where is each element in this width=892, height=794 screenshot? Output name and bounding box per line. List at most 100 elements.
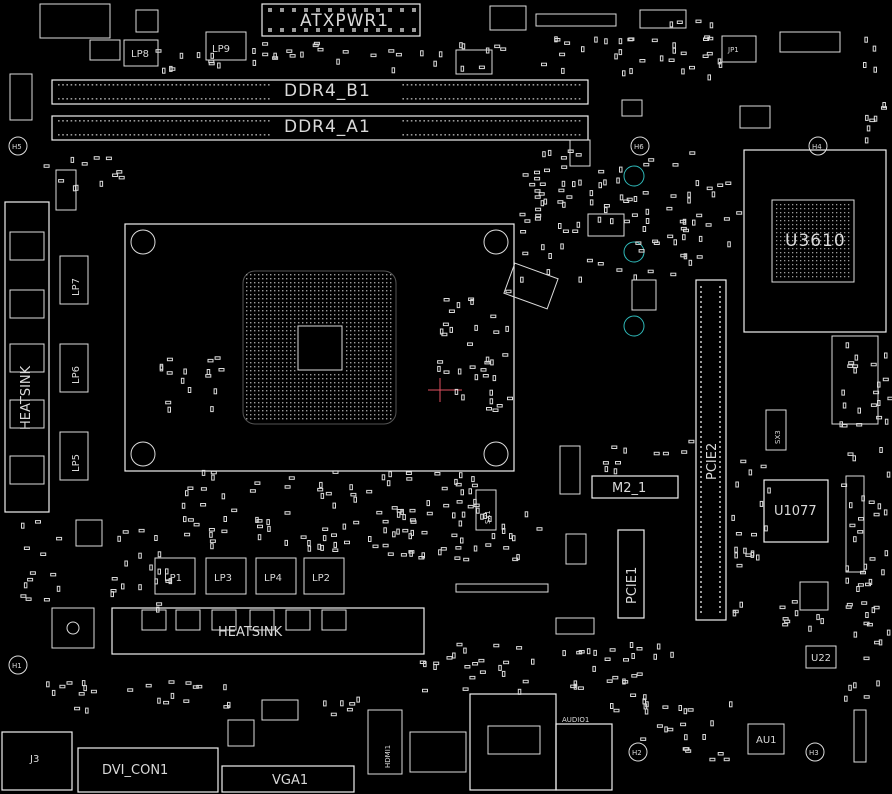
cpu-socket (124, 223, 515, 472)
lp6-inductor (59, 343, 89, 393)
au1-codec (747, 723, 785, 755)
osc-component (455, 49, 493, 75)
smd-component-scatter (20, 19, 892, 762)
h1-label: H1 (12, 662, 22, 670)
top-right-chip (739, 105, 771, 129)
pcie1-slot: PCIE1 (617, 529, 645, 619)
pwm-controller (75, 519, 103, 547)
center-bottom-header (555, 617, 595, 635)
vga-chip (227, 719, 255, 747)
lp3-inductor (205, 557, 247, 595)
lp5-label: LP5 (71, 454, 82, 472)
lp2-inductor (303, 557, 345, 595)
lp8-label: LP8 (131, 49, 149, 60)
h2-label: H2 (632, 749, 642, 757)
lp3-label: LP3 (214, 573, 232, 584)
top-header-2 (489, 5, 527, 31)
hdmi-label: HDMI1 (384, 745, 392, 768)
top-cap (135, 9, 159, 33)
vga-label: VGA1 (272, 773, 308, 788)
jv-header (261, 699, 299, 721)
cyan-standoff-3 (623, 315, 645, 337)
chipset-u3610: U3610 (743, 149, 887, 333)
center-chip (565, 533, 587, 565)
com-header-j3: J3 (1, 731, 73, 791)
u22-chip (805, 645, 837, 669)
top-header-3 (639, 9, 687, 29)
bottom-heatsink: HEATSINK (111, 607, 425, 655)
h5-label: H5 (12, 143, 22, 151)
left-heatsink: HEATSINK (4, 201, 50, 513)
top-left-header (39, 3, 111, 39)
h5-mounting-hole (8, 136, 28, 156)
pcie1-label: PCIE1 (625, 567, 640, 604)
h4-label: H4 (812, 143, 822, 151)
lp6-label: LP6 (71, 366, 82, 384)
lp8-inductor (123, 39, 159, 67)
right-component-column (831, 335, 879, 425)
au1-label: AU1 (756, 735, 777, 746)
socket-marker (428, 378, 462, 402)
u3610-label: U3610 (785, 231, 846, 251)
atx-power-label: ATXPWR1 (300, 11, 389, 31)
top-right-header (779, 31, 841, 53)
hdmi-connector: HDMI1 (367, 709, 403, 775)
m2-label: M2_1 (612, 481, 646, 496)
lp9-label: LP9 (212, 44, 230, 55)
h2-mounting-hole (628, 742, 648, 762)
audio-jack-stack (555, 723, 613, 791)
lp7-inductor (59, 255, 89, 305)
m2-slot (591, 475, 679, 499)
small-header-center (559, 445, 581, 495)
vga-connector: VGA1 (221, 765, 355, 793)
sx3-chip (765, 409, 787, 451)
h3-label: H3 (809, 749, 819, 757)
atx-power-connector: ATXPWR1 (261, 3, 421, 37)
sx1-chip (475, 489, 497, 531)
right-edge-header (853, 709, 867, 763)
u22-label: U22 (811, 653, 831, 664)
h1-mounting-hole (8, 655, 28, 675)
lp1-inductor (154, 557, 196, 595)
lp1-label: LP1 (164, 573, 182, 584)
h4-mounting-hole (808, 136, 828, 156)
right-small-chip (799, 581, 829, 611)
up-chip (631, 279, 657, 311)
lp4-label: LP4 (264, 573, 282, 584)
mosfet-small (587, 213, 625, 237)
dvi-connector: DVI_CON1 (77, 747, 219, 793)
u1077-chip (763, 479, 829, 543)
ddr-a-label: DDR4_A1 (284, 117, 371, 137)
right-header-vertical (845, 475, 865, 573)
audio-label: AUDIO1 (562, 716, 589, 724)
ddr-b-label: DDR4_B1 (284, 81, 371, 101)
left-top-header (9, 73, 33, 121)
jp7-header (89, 39, 121, 61)
pcie2-slot: PCIE2 (695, 279, 727, 621)
h6-label: H6 (634, 143, 644, 151)
top-strip-header (535, 13, 617, 27)
lp9-inductor (205, 31, 247, 61)
lp2-label: LP2 (312, 573, 330, 584)
h6-mounting-hole (630, 136, 650, 156)
usb-stack-1 (409, 731, 467, 773)
jp1-label: JP1 (727, 46, 739, 54)
angled-component (503, 262, 559, 310)
m2-standoff-strip (455, 583, 549, 593)
center-top-chip (621, 99, 643, 117)
j3-label: J3 (29, 754, 39, 765)
sx3-label: SX3 (774, 430, 782, 444)
ddr4-slot-b: DDR4_B1 (51, 79, 589, 105)
lower-left-fet (51, 607, 95, 649)
dvi-label: DVI_CON1 (102, 763, 168, 778)
lp4-inductor (255, 557, 297, 595)
ddr4-slot-a: DDR4_A1 (51, 115, 589, 141)
lp5-inductor (59, 431, 89, 481)
u1077-label: U1077 (774, 504, 817, 519)
cyan-standoff-1 (623, 165, 645, 187)
bottom-heatsink-label: HEATSINK (218, 625, 283, 640)
jp1-header (721, 35, 757, 63)
sx1-label: SX1 (484, 510, 492, 524)
h3-mounting-hole (805, 742, 825, 762)
